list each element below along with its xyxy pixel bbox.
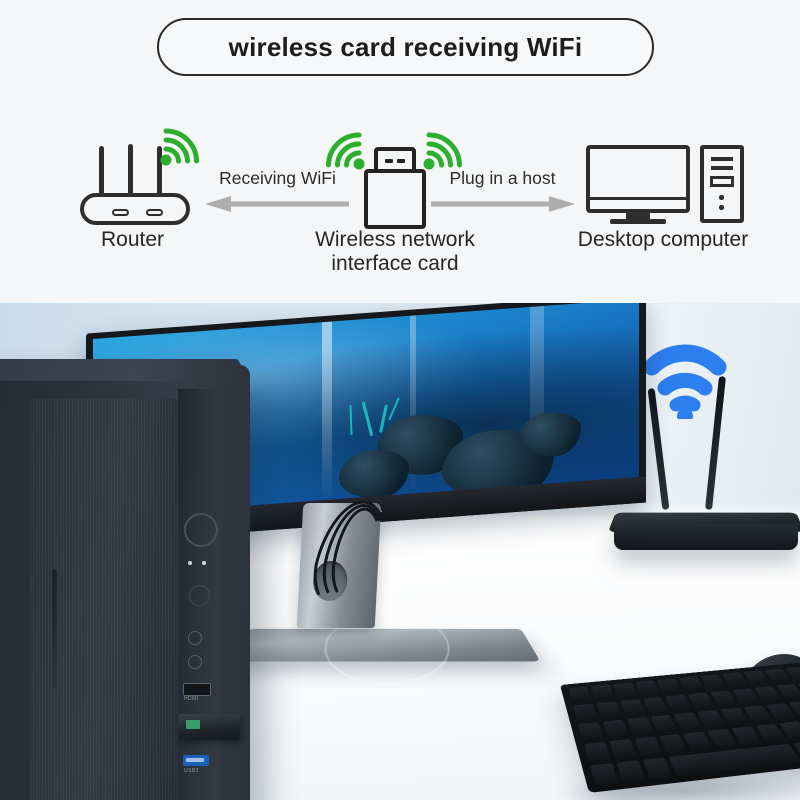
diagram-node-desktop: Desktop computer: [548, 120, 778, 252]
reset-button[interactable]: [189, 585, 210, 606]
power-button[interactable]: [184, 513, 218, 547]
key: [683, 731, 712, 751]
key: [603, 720, 629, 739]
monitor-bezel-line: [590, 197, 686, 201]
monitor-icon: [586, 145, 690, 213]
usb-dongle-icon: [178, 714, 240, 740]
key: [609, 739, 637, 759]
key: [616, 760, 645, 782]
key: [591, 685, 615, 701]
usb3-port-label: USB3: [184, 768, 199, 774]
tower-top-surface: [0, 359, 250, 381]
arrow-receiving-wifi: Receiving WiFi: [205, 170, 350, 217]
key: [573, 704, 597, 722]
page-title: wireless card receiving WiFi: [229, 34, 583, 60]
key: [650, 715, 677, 733]
tower-drive-bay: [710, 176, 734, 187]
diagram-node-label-desktop: Desktop computer: [548, 228, 778, 252]
key: [613, 682, 637, 698]
wallpaper-rock-4: [519, 410, 581, 459]
wallpaper-plant-1: [362, 401, 374, 436]
usb-contact-2: [397, 159, 405, 163]
audio-jack-2: [188, 655, 202, 669]
tower-dot-1: [719, 195, 724, 200]
key: [590, 763, 618, 786]
tower-dot-2: [719, 205, 724, 210]
tower-front-slot: [52, 569, 57, 689]
audio-jack-1: [188, 631, 202, 645]
tower-icon: [700, 145, 744, 223]
key: [643, 697, 669, 714]
product-photo: DELL: [0, 303, 800, 800]
key: [657, 678, 682, 694]
monitor-stand-base: [610, 219, 666, 224]
diagram-panel: wireless card receiving WiFi: [0, 0, 800, 303]
key: [665, 695, 692, 712]
tower-led-power: [188, 561, 192, 565]
tower-led-hdd: [202, 561, 206, 565]
title-pill: wireless card receiving WiFi: [157, 18, 654, 76]
router-icon: [35, 120, 230, 228]
desktop-computer-icon: [548, 120, 778, 228]
key: [568, 687, 591, 703]
key: [620, 699, 646, 716]
wifi-green-icon: [153, 120, 213, 177]
diagram-node-router: Router: [35, 120, 230, 252]
wallpaper-plant-4: [389, 397, 401, 420]
usb-contact-1: [385, 159, 393, 163]
router-photo-icon: [600, 498, 800, 570]
tower-bar-1: [711, 157, 733, 161]
router-body: [80, 193, 190, 225]
usb3-port: [183, 755, 209, 766]
arrow-right-icon: [430, 196, 575, 212]
arrow-label-receiving-wifi: Receiving WiFi: [205, 170, 350, 188]
wallpaper-rock-3: [339, 448, 409, 501]
key: [596, 701, 621, 718]
router-photo-front: [614, 524, 798, 550]
arrow-label-plug-in-host: Plug in a host: [430, 170, 575, 188]
hdmi-port: [183, 683, 211, 696]
diagram-node-label-usb-card: Wireless network interface card: [290, 228, 500, 276]
arrow-plug-in-host: Plug in a host: [430, 170, 575, 217]
dongle-chip: [186, 720, 200, 729]
screen-highlight-1: [322, 321, 332, 500]
router-led-2: [146, 209, 163, 216]
key: [642, 758, 672, 780]
pc-tower-icon: HDMI USB3: [0, 365, 250, 800]
key: [578, 722, 604, 741]
tower-front-panel: [30, 399, 178, 800]
key: [679, 676, 705, 692]
arrow-left-icon: [205, 196, 350, 212]
tower-bar-2: [711, 166, 733, 170]
hdmi-port-label: HDMI: [184, 696, 198, 702]
wifi-blue-icon: [630, 319, 740, 424]
key: [627, 717, 654, 736]
monitor-stand-base-photo: [230, 629, 541, 662]
diagram-node-label-router: Router: [35, 228, 230, 252]
key: [634, 737, 662, 757]
key: [674, 712, 702, 730]
key: [584, 742, 611, 763]
cable-bundle: [318, 499, 388, 619]
router-led-1: [112, 209, 129, 216]
wallpaper-plant-3: [349, 406, 352, 436]
key: [635, 680, 660, 696]
key: [659, 734, 688, 754]
